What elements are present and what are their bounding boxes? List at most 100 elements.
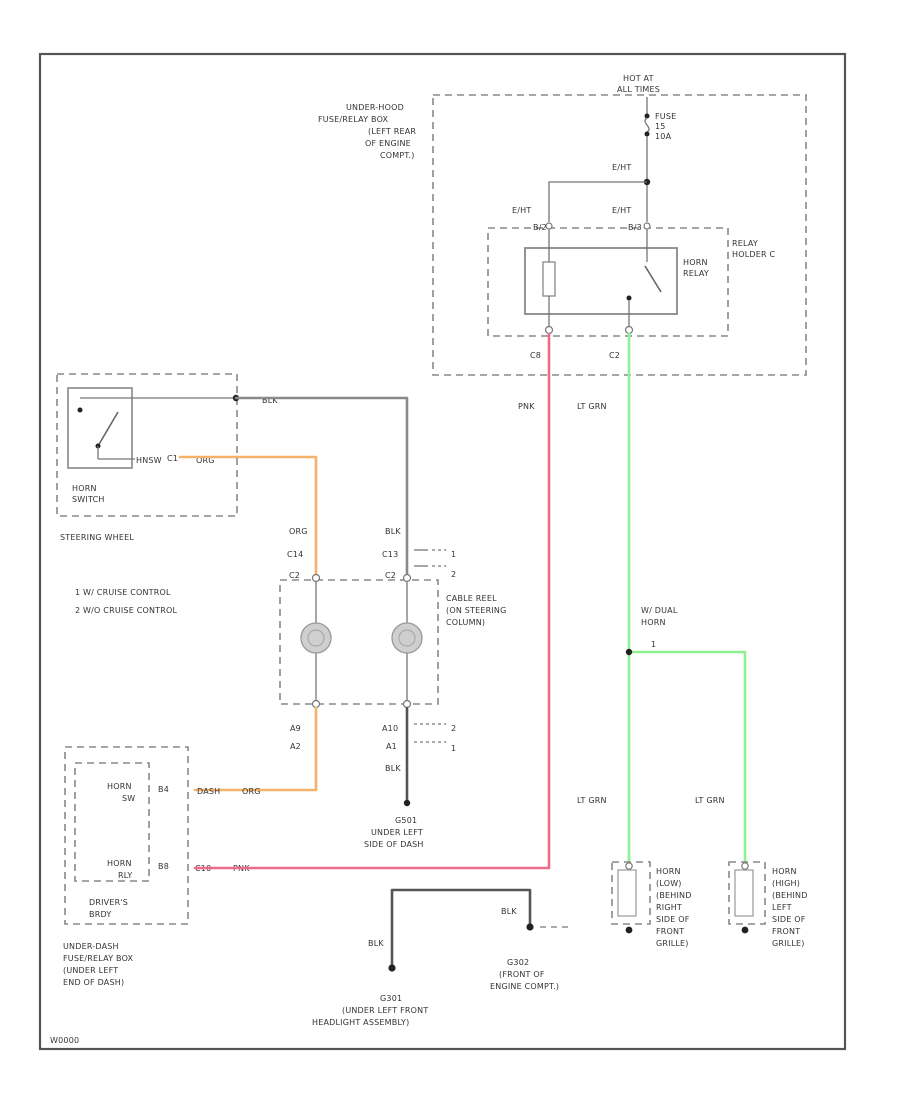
relay-pin-top-left-id: B/2 xyxy=(533,223,547,232)
note-cruise-1: 1 W/ CRUISE CONTROL xyxy=(75,588,171,597)
horn-switch-body xyxy=(67,387,133,469)
dual-horn-label-1: W/ DUAL xyxy=(641,606,678,615)
cable-reel-pin-org-label: C14 xyxy=(287,550,303,559)
dual-horn-option: 1 xyxy=(651,640,656,649)
g301-location-2: HEADLIGHT ASSEMBLY) xyxy=(312,1018,409,1027)
cable-reel-pin-bottom-left xyxy=(311,699,321,709)
underhood-box-location-4: OF ENGINE xyxy=(365,139,411,148)
cable-reel-coil-left-inner xyxy=(307,629,325,647)
underdash-location-3: (UNDER LEFT xyxy=(63,966,118,975)
cable-reel-pin-bottom-4: A1 xyxy=(386,742,397,751)
horn-switch-name-1: HORN xyxy=(72,484,97,493)
underhood-box-location-5: COMPT.) xyxy=(380,151,415,160)
g301-ground-point xyxy=(388,964,396,972)
horn-low-pin xyxy=(625,862,633,870)
wire-ltgrn-right-label: LT GRN xyxy=(695,796,725,805)
cable-reel-pin-top-right xyxy=(402,573,412,583)
cable-reel-option-3: 2 xyxy=(451,724,456,733)
horn-low-label-5: SIDE OF xyxy=(656,915,690,924)
relay-feed-wire xyxy=(548,181,647,222)
steering-wheel-outline xyxy=(56,373,238,517)
diagram-code: W0000 xyxy=(50,1036,79,1045)
dash-horn-sw-pin: B4 xyxy=(158,785,169,794)
wire-blk-g301-label: BLK xyxy=(368,939,384,948)
g501-ground-point xyxy=(403,799,411,807)
wire-pnk-label: PNK xyxy=(518,402,535,411)
horn-high-label-1: HORN xyxy=(772,867,797,876)
horn-relay-coil xyxy=(542,261,556,297)
underdash-location-4: END OF DASH) xyxy=(63,978,124,987)
wire-ltgrn-label: LT GRN xyxy=(577,402,607,411)
horn-switch-name-2: SWITCH xyxy=(72,495,105,504)
horn-high-label-4: LEFT xyxy=(772,903,792,912)
g302-name: G302 xyxy=(507,958,529,967)
g501-location-1: UNDER LEFT xyxy=(371,828,423,837)
horn-switch-lever-icon xyxy=(97,411,119,447)
cable-reel-pin-bottom-1: A9 xyxy=(290,724,301,733)
underhood-box-location-1: UNDER-HOOD xyxy=(346,103,404,112)
horn-low-label-7: GRILLE) xyxy=(656,939,689,948)
drivers-brdy-label-1: DRIVER'S xyxy=(89,898,128,907)
cable-reel-coil-right-inner xyxy=(398,629,416,647)
underhood-box-location-2: FUSE/RELAY BOX xyxy=(318,115,389,124)
fuse-icon xyxy=(644,117,650,133)
g302-ground-point xyxy=(526,923,534,931)
hot-at-all-times-label-2: ALL TIMES xyxy=(617,85,660,94)
relay-pin-c8-label: C8 xyxy=(530,351,541,360)
g501-location-2: SIDE OF DASH xyxy=(364,840,424,849)
g302-location-1: (FRONT OF xyxy=(499,970,545,979)
wire-blk-g302-label: BLK xyxy=(501,907,517,916)
relay-holder-outline xyxy=(487,227,729,337)
dash-horn-sw-label-1: HORN xyxy=(107,782,132,791)
fuse-splice-label: E/HT xyxy=(612,163,631,172)
horn-relay-name-2: RELAY xyxy=(683,269,709,278)
wire-ltgrn-to-horn-high xyxy=(627,650,747,866)
cable-reel-conn-right-label: C2 xyxy=(385,571,396,580)
underdash-location-1: UNDER-DASH xyxy=(63,942,119,951)
horn-switch-pin: C1 xyxy=(167,454,178,463)
horn-high-label-6: FRONT xyxy=(772,927,800,936)
relay-pin-top-left xyxy=(545,222,553,230)
fuse-terminal-top xyxy=(644,113,650,119)
g301-location-1: (UNDER LEFT FRONT xyxy=(342,1006,428,1015)
horn-high-body xyxy=(734,869,754,917)
cable-reel-conn-left-label: C2 xyxy=(289,571,300,580)
cable-reel-pin-blk-label: C13 xyxy=(382,550,398,559)
fuse-terminal-bottom xyxy=(644,131,650,137)
wire-blk-g301-g302 xyxy=(390,888,532,968)
horn-low-body xyxy=(617,869,637,917)
horn-low-outline xyxy=(611,861,651,925)
horn-high-label-3: (BEHIND xyxy=(772,891,808,900)
horn-switch-wire-blk-label: BLK xyxy=(262,396,278,405)
wire-ltgrn-low-label: LT GRN xyxy=(577,796,607,805)
underhood-fuse-box-outline xyxy=(432,94,807,376)
fuse-label-2: 15 xyxy=(655,122,666,131)
dash-horn-rly-label-2: RLY xyxy=(118,871,132,880)
cable-reel-pin-top-left xyxy=(311,573,321,583)
relay-pin-top-right xyxy=(643,222,651,230)
relay-holder-label-2: HOLDER C xyxy=(732,250,775,259)
note-cruise-2: 2 W/O CRUISE CONTROL xyxy=(75,606,178,615)
underdash-fuse-box-outline xyxy=(64,746,189,925)
horn-relay-name-1: HORN xyxy=(683,258,708,267)
dash-horn-sw-label-2: SW xyxy=(122,794,135,803)
dash-horn-rly-pin: B8 xyxy=(158,862,169,871)
horn-low-label-3: (BEHIND xyxy=(656,891,692,900)
cable-reel-pin-bottom-right xyxy=(402,699,412,709)
cable-reel-coil-left xyxy=(300,622,332,654)
fuse-label-1: FUSE xyxy=(655,112,676,121)
wire-org-horn-switch xyxy=(178,455,318,578)
cable-reel-label-1: CABLE REEL xyxy=(446,594,497,603)
fuse-label-3: 10A xyxy=(655,132,672,141)
steering-wheel-label: STEERING WHEEL xyxy=(60,533,134,542)
cable-reel-coil-right xyxy=(391,622,423,654)
cable-reel-option-2: 2 xyxy=(451,570,456,579)
dash-horn-sw-conn: DASH xyxy=(197,787,220,796)
cable-reel-wire-blk-2-label: BLK xyxy=(385,764,401,773)
g301-name: G301 xyxy=(380,994,402,1003)
horn-switch-contact-top xyxy=(77,407,83,413)
cable-reel-wire-org-label: ORG xyxy=(289,527,308,536)
wire-pnk-relay-to-dash xyxy=(193,332,551,870)
horn-switch-pin-label: HNSW xyxy=(136,456,162,465)
